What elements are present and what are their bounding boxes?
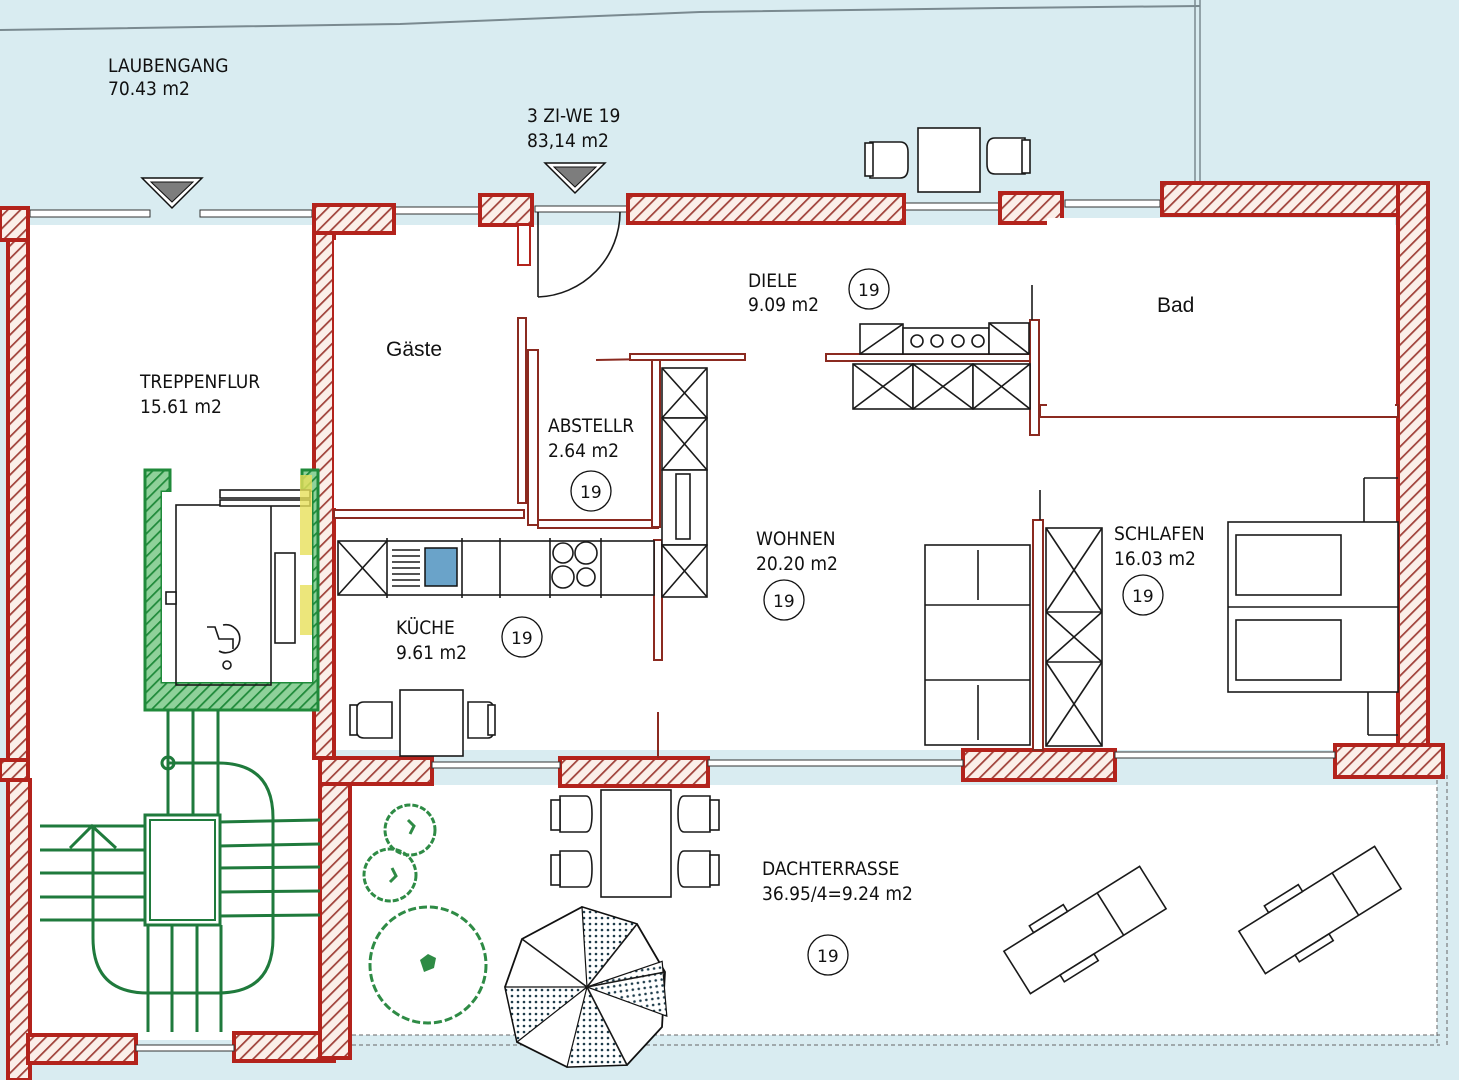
room-treppenflur: TREPPENFLUR 15.61 m2 — [139, 371, 260, 418]
room-wohnen: WOHNEN 20.20 m2 19 — [756, 528, 838, 621]
room-kueche: KÜCHE 9.61 m2 19 — [396, 616, 543, 664]
room-area: 2.64 m2 — [548, 440, 619, 462]
room-name: Bad — [1157, 294, 1194, 317]
plants — [362, 803, 488, 1025]
parasol — [504, 906, 668, 1068]
drainboard — [392, 549, 420, 587]
room-diele: DIELE 9.09 m2 19 — [748, 268, 890, 316]
room-area: 16.03 m2 — [1114, 548, 1196, 570]
room-tag: 19 — [511, 629, 533, 649]
entrance-marker-unit — [543, 162, 607, 195]
sun-lounger-2 — [1237, 845, 1403, 975]
room-name: TREPPENFLUR — [139, 371, 260, 393]
sink — [424, 547, 458, 587]
room-laubengang: LAUBENGANG 70.43 m2 — [108, 55, 228, 100]
unit-label: 3 ZI-WE 19 83,14 m2 — [527, 105, 620, 152]
cooktop — [551, 541, 598, 589]
wardrobe-diele — [852, 322, 1031, 410]
room-area: 70.43 m2 — [108, 78, 190, 100]
dining-table-kitchen — [349, 689, 496, 757]
room-name: Gäste — [386, 338, 442, 361]
room-abstellr: ABSTELLR 2.64 m2 19 — [548, 415, 634, 512]
terrace-border — [352, 775, 1448, 1046]
kitchen-counter — [337, 538, 655, 598]
wheelchair-icon — [207, 623, 241, 670]
unit-area: 83,14 m2 — [527, 130, 609, 152]
room-name: ABSTELLR — [548, 415, 634, 437]
room-name: SCHLAFEN — [1114, 523, 1205, 545]
unit-title: 3 ZI-WE 19 — [527, 105, 620, 127]
staircase — [40, 710, 321, 1032]
room-tag: 19 — [773, 592, 795, 612]
room-bad: Bad — [1047, 218, 1395, 406]
outdoor-table-set-top — [864, 127, 1031, 193]
room-area: 36.95/4=9.24 m2 — [762, 883, 913, 905]
entrance-marker-stair — [140, 177, 204, 210]
elevator-shaft — [143, 468, 320, 712]
room-name: DACHTERRASSE — [762, 858, 899, 880]
wardrobe-schlafen — [1045, 527, 1103, 747]
double-bed — [1227, 477, 1399, 736]
room-tag: 19 — [580, 483, 602, 503]
room-name: DIELE — [748, 270, 797, 292]
room-tag: 19 — [1132, 587, 1154, 607]
terrace-table-set — [550, 789, 720, 898]
room-name: LAUBENGANG — [108, 55, 228, 77]
room-schlafen: SCHLAFEN 16.03 m2 19 — [1114, 523, 1205, 616]
room-name: KÜCHE — [396, 616, 455, 639]
tall-cabinets — [661, 367, 708, 598]
room-area: 20.20 m2 — [756, 553, 838, 575]
room-gaeste: Gäste — [334, 240, 516, 508]
room-area: 15.61 m2 — [140, 396, 222, 418]
entry-door[interactable] — [537, 211, 621, 298]
room-name: WOHNEN — [756, 528, 836, 550]
room-tag: 19 — [817, 947, 839, 967]
walls — [0, 181, 1445, 1080]
windows-bottom — [135, 751, 1336, 1052]
sun-lounger-1 — [1002, 865, 1168, 995]
room-tag: 19 — [858, 281, 880, 301]
room-area: 9.09 m2 — [748, 294, 819, 316]
windows-top — [29, 199, 1161, 218]
room-area: 9.61 m2 — [396, 642, 467, 664]
sofa-wohnen — [924, 544, 1031, 746]
room-dachterrasse: DACHTERRASSE 36.95/4=9.24 m2 19 — [762, 858, 913, 976]
interior-walls — [333, 285, 1399, 758]
